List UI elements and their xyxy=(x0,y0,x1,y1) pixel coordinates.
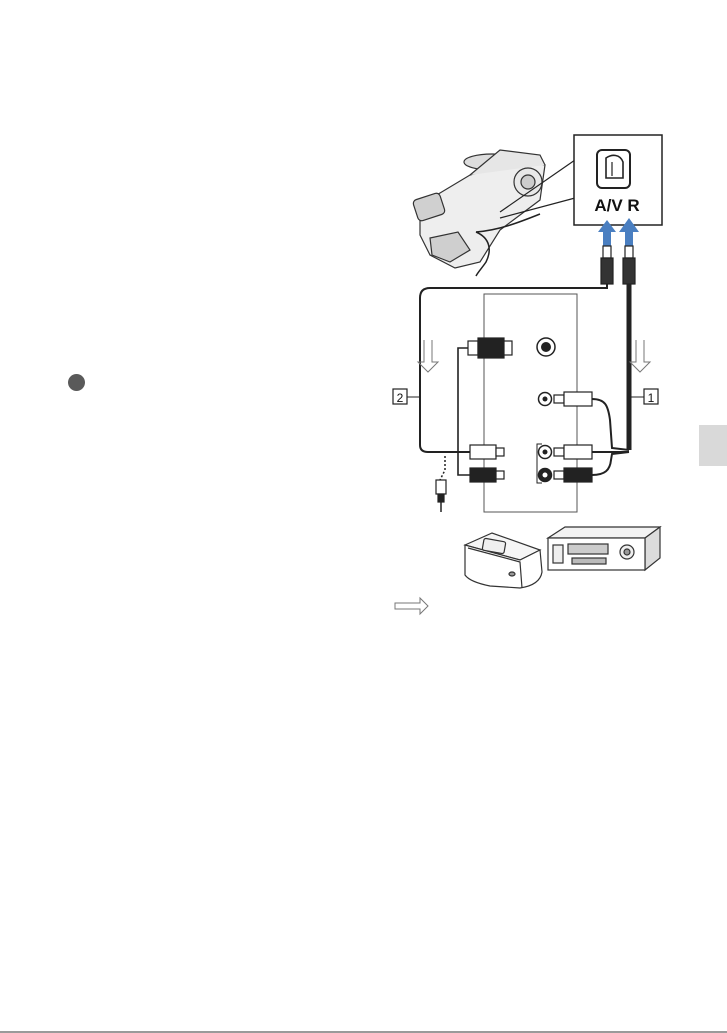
rca-plug-left-icon xyxy=(470,445,504,482)
signal-flow-legend-icon xyxy=(395,598,428,614)
signal-direction-arrow-icon xyxy=(418,340,650,372)
callout-cable-1: 1 xyxy=(648,391,655,405)
camcorder-icon xyxy=(412,150,545,276)
extra-plug-icon xyxy=(436,480,446,512)
connector-label: A/V R xyxy=(594,196,639,215)
callout-cable-2: 2 xyxy=(397,391,404,405)
s-video-plug-icon xyxy=(458,338,512,452)
rca-plug-icon xyxy=(554,392,592,482)
vcr-icon xyxy=(548,527,660,570)
s-video-jack-icon xyxy=(537,338,555,356)
device-box-icon xyxy=(465,533,542,588)
plug-icon xyxy=(601,246,635,284)
rca-jack-icon xyxy=(537,393,552,484)
